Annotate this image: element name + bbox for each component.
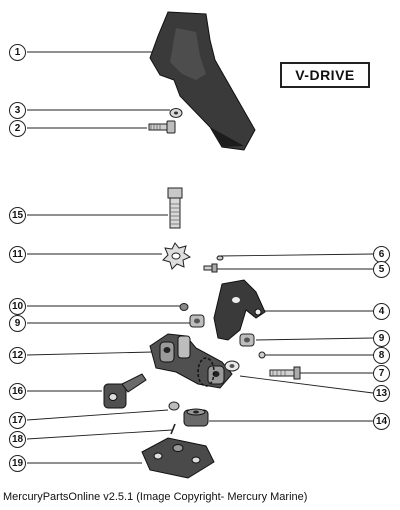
callout-19[interactable]: 19 — [9, 455, 26, 472]
spacer-part — [258, 351, 266, 359]
base-block-part — [141, 437, 215, 479]
callout-4[interactable]: 4 — [373, 303, 390, 320]
callout-8[interactable]: 8 — [373, 347, 390, 364]
callout-1[interactable]: 1 — [9, 44, 26, 61]
callout-2[interactable]: 2 — [9, 120, 26, 137]
small-washer-part — [216, 255, 224, 261]
callout-5[interactable]: 5 — [373, 261, 390, 278]
nut-part — [179, 303, 189, 311]
callout-17[interactable]: 17 — [9, 412, 26, 429]
bushing-part — [189, 314, 205, 328]
callout-14[interactable]: 14 — [373, 413, 390, 430]
callout-9-left[interactable]: 9 — [9, 315, 26, 332]
section-title: V-DRIVE — [280, 62, 370, 88]
lock-nut-part — [168, 401, 180, 411]
callout-3[interactable]: 3 — [9, 102, 26, 119]
callout-13[interactable]: 13 — [373, 385, 390, 402]
mounting-bracket-part — [213, 279, 266, 341]
callout-15[interactable]: 15 — [9, 207, 26, 224]
callout-12[interactable]: 12 — [9, 347, 26, 364]
callout-7[interactable]: 7 — [373, 365, 390, 382]
long-bolt-part — [167, 187, 183, 229]
callout-18[interactable]: 18 — [9, 431, 26, 448]
right-bushing-part — [239, 333, 255, 347]
callout-16[interactable]: 16 — [9, 383, 26, 400]
bolt-part — [148, 120, 176, 134]
rod-end-part — [103, 373, 147, 409]
copyright-footer: MercuryPartsOnline v2.5.1 (Image Copyrig… — [3, 491, 308, 503]
callout-11[interactable]: 11 — [9, 246, 26, 263]
screw-part — [269, 366, 301, 380]
callout-10[interactable]: 10 — [9, 298, 26, 315]
small-screw-part — [203, 263, 218, 273]
pin-part — [170, 423, 176, 435]
grommet-part — [183, 408, 209, 427]
callout-9-right[interactable]: 9 — [373, 330, 390, 347]
link-assembly-part — [149, 333, 233, 389]
leader-lines — [26, 51, 374, 464]
